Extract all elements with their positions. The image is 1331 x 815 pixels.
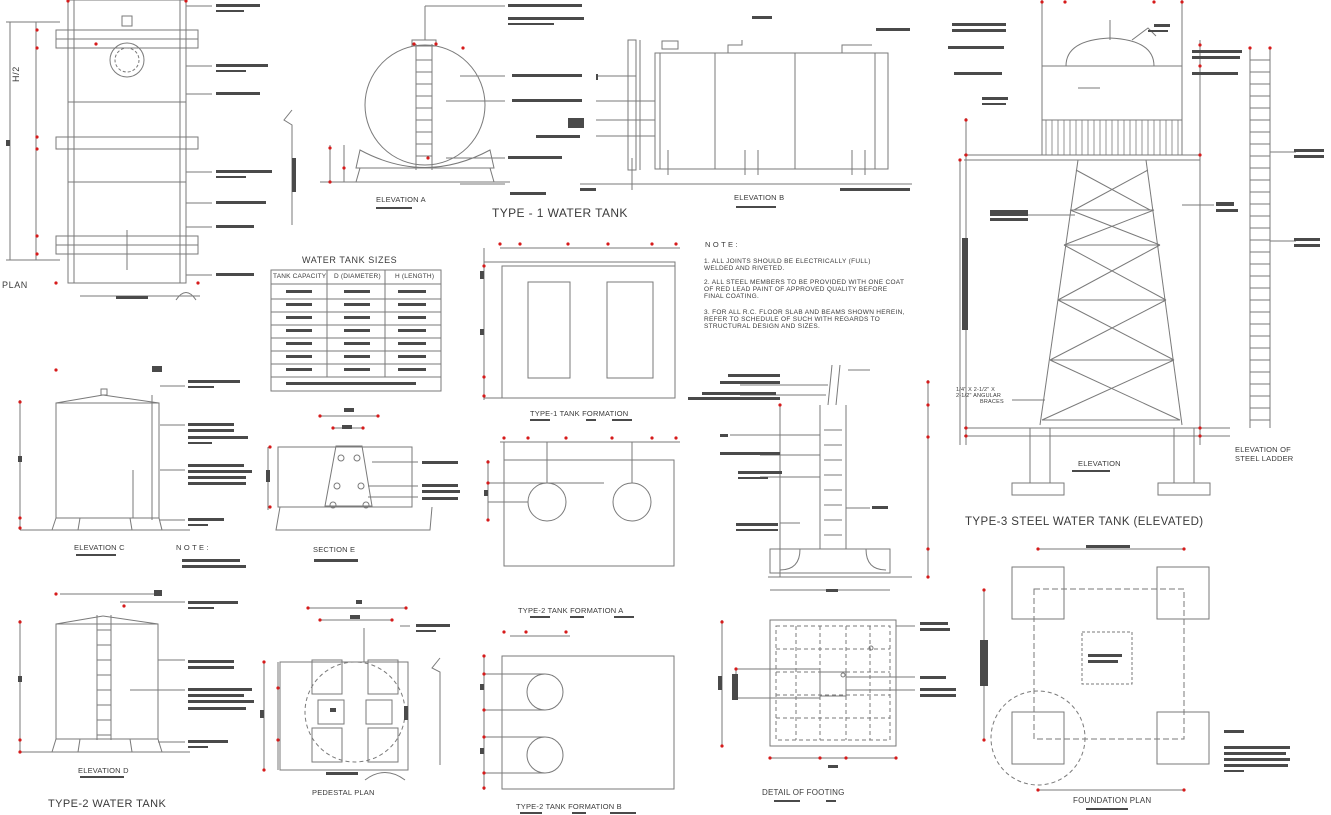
h2-dimension-label: H/2 [11, 66, 21, 82]
sizes-table [270, 269, 442, 392]
section-e-title: SECTION E [313, 545, 356, 554]
plan-view [6, 0, 293, 301]
pedestal-plan-title: PEDESTAL PLAN [312, 788, 375, 797]
type2-formation-a [487, 441, 680, 567]
pedestal-plan-view [263, 607, 441, 781]
note-line: OF RED LEAD PAINT OF APPROVED QUALITY BE… [704, 286, 888, 293]
note-line: STRUCTURAL DESIGN AND SIZES. [704, 323, 821, 330]
angle-brace-note-1: 1/4" X 2-1/2" X [956, 387, 996, 393]
angle-brace-note-3: BRACES [980, 399, 1004, 405]
elevation-title: ELEVATION [1078, 459, 1121, 468]
sizes-table-title: WATER TANK SIZES [302, 255, 398, 265]
dimension-markers [18, 0, 1272, 792]
note-title: N O T E : [705, 240, 738, 249]
elevation-a-view [320, 5, 510, 185]
type2-title: TYPE-2 WATER TANK [48, 798, 167, 810]
ladder-title-line1: ELEVATION OF [1235, 445, 1291, 454]
elevation-a-title: ELEVATION A [376, 195, 426, 204]
detail-footing-title: DETAIL OF FOOTING [762, 788, 845, 797]
type1-title: TYPE - 1 WATER TANK [492, 206, 628, 220]
foundation-plan-title: FOUNDATION PLAN [1073, 796, 1152, 805]
footing-detail-view [721, 619, 915, 759]
type1-formation-title: TYPE-1 TANK FORMATION [530, 409, 629, 418]
elevation-b-title: ELEVATION B [734, 193, 785, 202]
plan-title: PLAN [2, 280, 28, 290]
table-header-diameter: D (DIAMETER) [334, 273, 381, 280]
elevation-b-view [580, 39, 912, 190]
table-header-length: H (LENGTH) [395, 273, 435, 280]
elevation-d-view [19, 593, 190, 753]
type3-title: TYPE-3 STEEL WATER TANK (ELEVATED) [965, 516, 1204, 528]
elevation-d-title: ELEVATION D [78, 766, 129, 775]
angle-brace-note-2: 2-1/2" ANGULAR [956, 393, 1002, 399]
type2-formation-b-title: TYPE-2 TANK FORMATION B [516, 802, 622, 811]
note-line: REFER TO SCHEDULE OF SUCH WITH REGARDS T… [704, 316, 881, 323]
table-header-capacity: TANK CAPACITY [273, 273, 327, 280]
note-line: 2. ALL STEEL MEMBERS TO BE PROVIDED WITH… [704, 279, 905, 286]
note-line: 3. FOR ALL R.C. FLOOR SLAB AND BEAMS SHO… [704, 309, 905, 316]
note-line: 1. ALL JOINTS SHOULD BE ELECTRICALLY (FU… [704, 258, 871, 265]
foundation-plan-view [983, 548, 1210, 791]
type3-elevation-view [959, 0, 1230, 496]
note-line: WELDED AND RIVETED. [704, 265, 785, 272]
elevation-c-title: ELEVATION C [74, 543, 125, 552]
type2-formation-a-title: TYPE-2 TANK FORMATION A [518, 606, 624, 615]
note-line: FINAL COATING. [704, 293, 760, 300]
elevation-c-view [19, 385, 190, 531]
left-note-title: N O T E : [176, 543, 209, 552]
steel-ladder-view [1249, 48, 1296, 428]
illegible-annotations [6, 4, 1324, 814]
section-e-view [267, 415, 433, 531]
ladder-title-line2: STEEL LADDER [1235, 454, 1294, 463]
type2-formation-b [483, 635, 675, 790]
type1-formation [483, 247, 680, 400]
